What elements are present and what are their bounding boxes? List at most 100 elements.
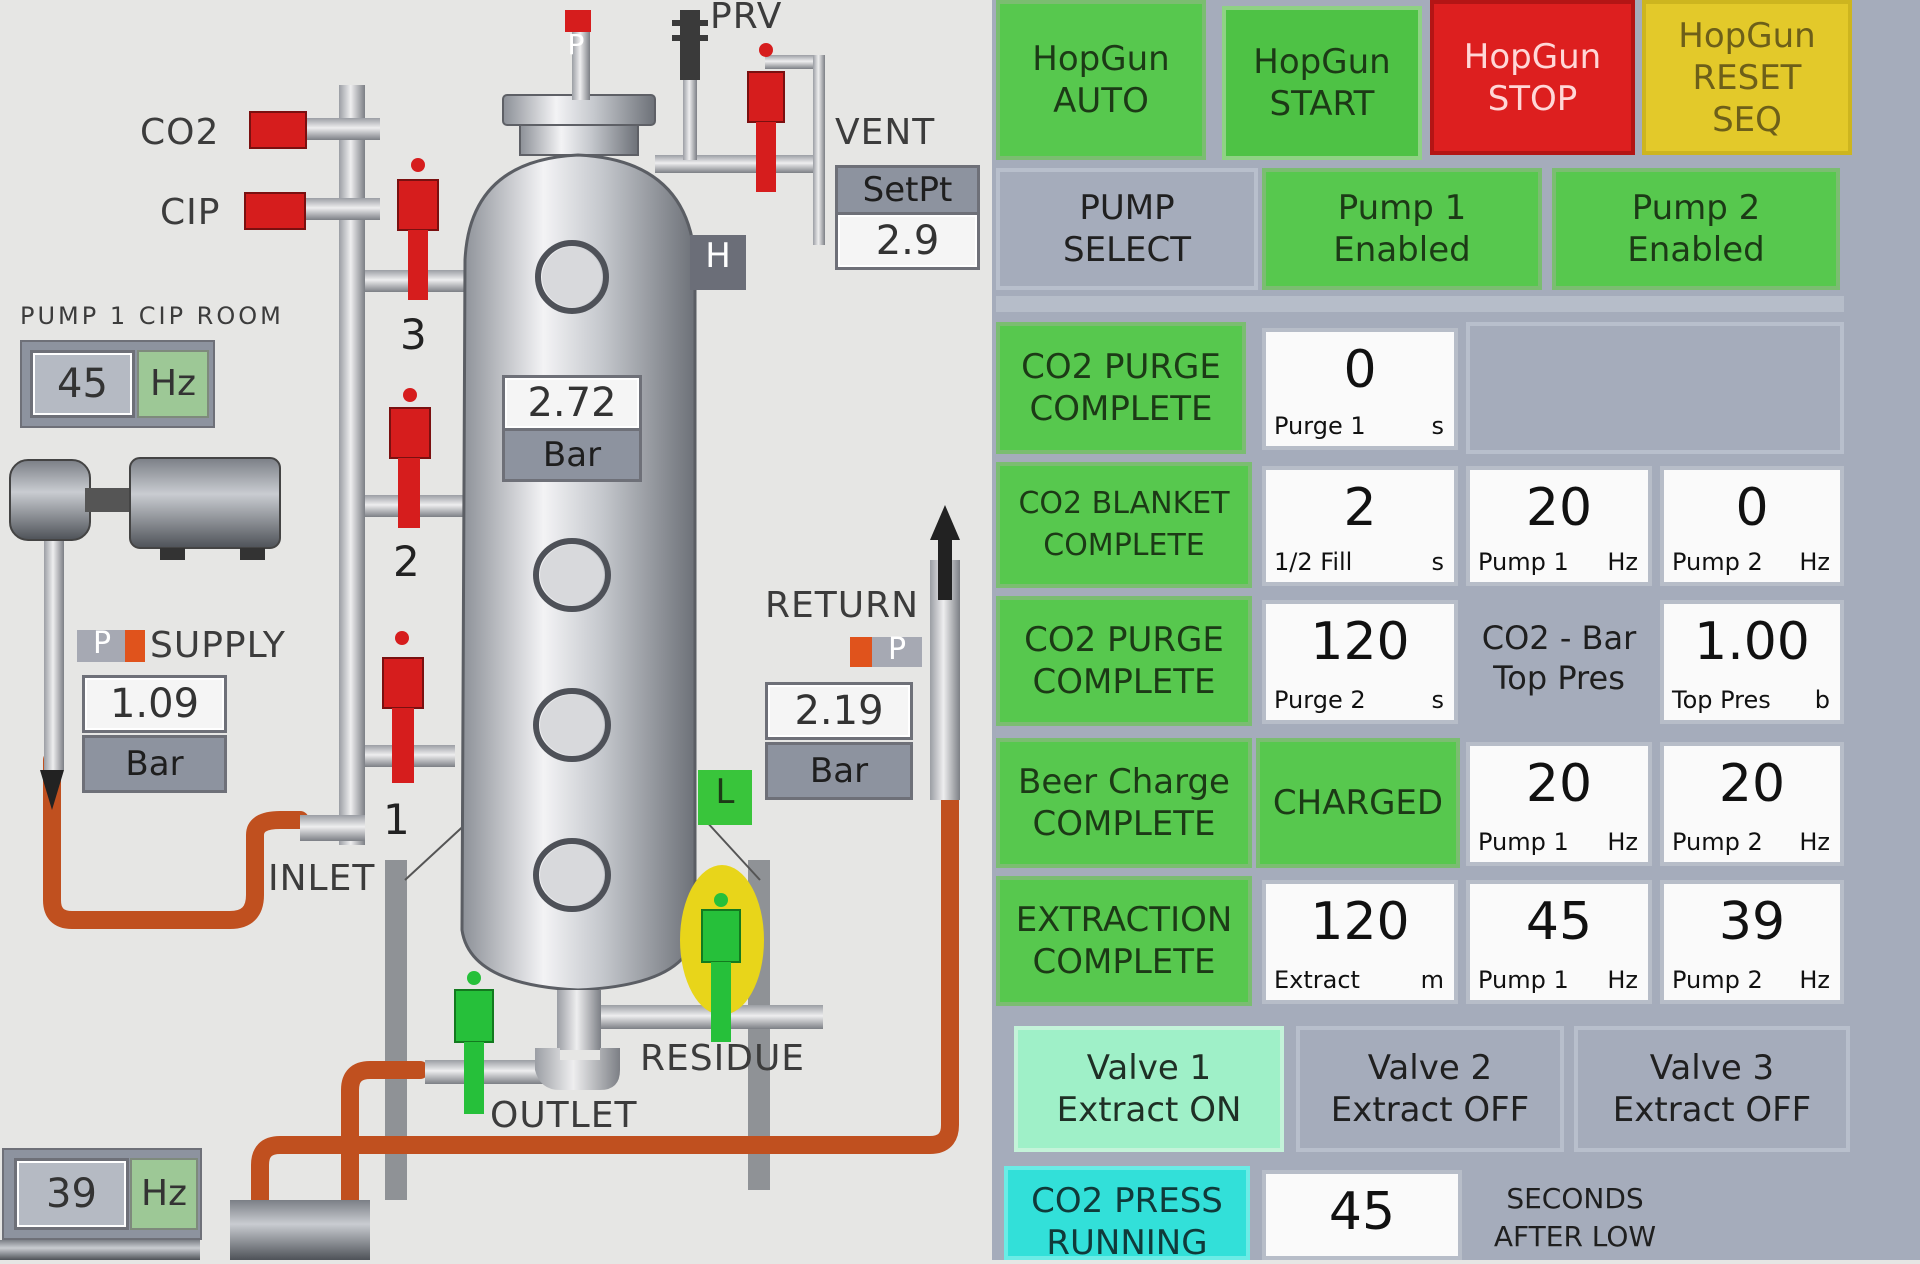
- supply-pressure-unit: Bar: [82, 735, 227, 793]
- extract-sub: Extract: [1274, 966, 1360, 994]
- return-pressure-sensor: [850, 637, 872, 667]
- prv-label: PRV: [710, 0, 783, 37]
- co2-bar-top-pres-label: CO2 - Bar Top Pres: [1481, 619, 1637, 697]
- top-pressure-field[interactable]: 1.00 Top Pres b: [1660, 600, 1844, 724]
- cip-label: CIP: [160, 192, 221, 233]
- inlet-label: INLET: [268, 858, 376, 899]
- top-pressure-value: 1.00: [1694, 612, 1810, 672]
- blanket-pump1-sub: Pump 1: [1478, 548, 1569, 576]
- extraction-pump2-unit: Hz: [1799, 966, 1830, 994]
- extraction-pump1-field[interactable]: 45 Pump 1 Hz: [1466, 880, 1652, 1004]
- charge-pump2-field[interactable]: 20 Pump 2 Hz: [1660, 742, 1844, 866]
- purge2-unit: s: [1431, 686, 1444, 714]
- pump1-speed-value[interactable]: 45: [30, 350, 135, 418]
- charged-indicator: CHARGED: [1256, 738, 1460, 868]
- half-fill-sub: 1/2 Fill: [1274, 548, 1353, 576]
- co2-purge1-status: CO2 PURGE COMPLETE: [996, 322, 1246, 454]
- pump1-enabled-button[interactable]: Pump 1 Enabled: [1262, 168, 1542, 290]
- extract-time-field[interactable]: 120 Extract m: [1262, 880, 1458, 1004]
- high-level-sensor: [690, 235, 746, 290]
- co2-press-seconds-field[interactable]: 45: [1262, 1170, 1462, 1260]
- pump1-cip-room-label: PUMP 1 CIP ROOM: [20, 302, 284, 330]
- return-pressure-value: 2.19: [765, 682, 913, 740]
- extraction-pump1-sub: Pump 1: [1478, 966, 1569, 994]
- co2-label: CO2: [140, 112, 220, 153]
- blanket-pump2-sub: Pump 2: [1672, 548, 1763, 576]
- co2-purge2-status: CO2 PURGE COMPLETE: [996, 596, 1252, 726]
- hopgun-auto-button[interactable]: HopGun AUTO: [996, 0, 1206, 160]
- co2-blanket-status: CO2 BLANKET COMPLETE: [996, 462, 1252, 588]
- vessel-pressure-sensor-tag: P: [567, 28, 585, 61]
- purge1-sub: Purge 1: [1274, 412, 1366, 440]
- supply-arrow-icon: [40, 770, 64, 810]
- charge-pump2-value: 20: [1718, 754, 1786, 814]
- extract-unit: m: [1420, 966, 1444, 994]
- pump1-speed-unit: Hz: [137, 350, 209, 418]
- return-pressure-unit: Bar: [765, 742, 913, 800]
- extraction-pump1-unit: Hz: [1607, 966, 1638, 994]
- supply-pressure-value: 1.09: [82, 675, 227, 733]
- charge-pump2-unit: Hz: [1799, 828, 1830, 856]
- vessel-pressure-unit: Bar: [502, 428, 642, 482]
- charge-pump1-field[interactable]: 20 Pump 1 Hz: [1466, 742, 1652, 866]
- pump2-speed-value[interactable]: 39: [14, 1158, 129, 1230]
- extraction-pump1-value: 45: [1525, 892, 1593, 952]
- purge2-value: 120: [1310, 612, 1410, 672]
- return-label: RETURN: [765, 585, 920, 626]
- vent-setpoint-value[interactable]: 2.9: [835, 212, 980, 270]
- extraction-pump2-value: 39: [1718, 892, 1786, 952]
- beer-charge-status: Beer Charge COMPLETE: [996, 738, 1252, 868]
- charge-pump2-sub: Pump 2: [1672, 828, 1763, 856]
- high-level-tag: H: [705, 236, 731, 276]
- blanket-pump2-field[interactable]: 0 Pump 2 Hz: [1660, 466, 1844, 586]
- pump2-enabled-button[interactable]: Pump 2 Enabled: [1552, 168, 1840, 290]
- low-level-tag: L: [715, 772, 735, 812]
- return-arrow-icon: [930, 505, 960, 540]
- extraction-status: EXTRACTION COMPLETE: [996, 876, 1252, 1006]
- half-fill-unit: s: [1431, 548, 1444, 576]
- hopgun-stop-button[interactable]: HopGun STOP: [1430, 0, 1635, 155]
- vessel-leg: [385, 860, 407, 1200]
- co2-press-value: 45: [1328, 1182, 1396, 1242]
- half-fill-value: 2: [1343, 478, 1377, 538]
- pump-select-label: PUMP SELECT: [996, 168, 1258, 290]
- purge2-sub: Purge 2: [1274, 686, 1366, 714]
- hopgun-reset-seq-button[interactable]: HopGun RESET SEQ: [1642, 0, 1852, 155]
- hopgun-start-button[interactable]: HopGun START: [1222, 6, 1422, 160]
- valve3-extract-button[interactable]: Valve 3 Extract OFF: [1574, 1026, 1850, 1152]
- purge1-unit: s: [1431, 412, 1444, 440]
- pump-2-icon: [230, 1200, 370, 1260]
- copper-pipe: [43, 751, 959, 1259]
- vessel-pressure-value: 2.72: [502, 375, 642, 431]
- blanket-pump2-unit: Hz: [1799, 548, 1830, 576]
- empty-cell: [1466, 322, 1844, 454]
- extract-value: 120: [1310, 892, 1410, 952]
- port-2-label: 2: [393, 537, 421, 586]
- valve2-extract-button[interactable]: Valve 2 Extract OFF: [1296, 1026, 1564, 1152]
- co2-press-status: CO2 PRESS RUNNING: [1004, 1166, 1250, 1263]
- valve-icon: [244, 10, 785, 783]
- divider: [996, 296, 1844, 312]
- half-fill-field[interactable]: 2 1/2 Fill s: [1262, 466, 1458, 586]
- valve1-extract-button[interactable]: Valve 1 Extract ON: [1014, 1026, 1284, 1152]
- residue-label: RESIDUE: [640, 1038, 806, 1079]
- blanket-pump1-field[interactable]: 20 Pump 1 Hz: [1466, 466, 1652, 586]
- purge2-time-field[interactable]: 120 Purge 2 s: [1262, 600, 1458, 724]
- extraction-pump2-sub: Pump 2: [1672, 966, 1763, 994]
- top-pressure-sub: Top Pres: [1672, 686, 1771, 714]
- charge-pump1-sub: Pump 1: [1478, 828, 1569, 856]
- blanket-pump2-value: 0: [1735, 478, 1769, 538]
- purge1-time-field[interactable]: 0 Purge 1 s: [1262, 328, 1458, 450]
- charge-pump1-unit: Hz: [1607, 828, 1638, 856]
- low-level-sensor: [698, 770, 752, 825]
- extraction-pump2-field[interactable]: 39 Pump 2 Hz: [1660, 880, 1844, 1004]
- process-diagram: [0, 10, 960, 1260]
- vent-setpoint-label: SetPt: [835, 165, 980, 215]
- seconds-after-low-label: SECONDS AFTER LOW: [1493, 1182, 1657, 1253]
- return-sensor-tag: P: [887, 632, 907, 667]
- port-1-label: 1: [383, 795, 411, 844]
- purge1-value: 0: [1343, 340, 1377, 400]
- pump2-speed-unit: Hz: [130, 1158, 198, 1230]
- port-3-label: 3: [400, 310, 428, 359]
- outlet-label: OUTLET: [490, 1095, 638, 1136]
